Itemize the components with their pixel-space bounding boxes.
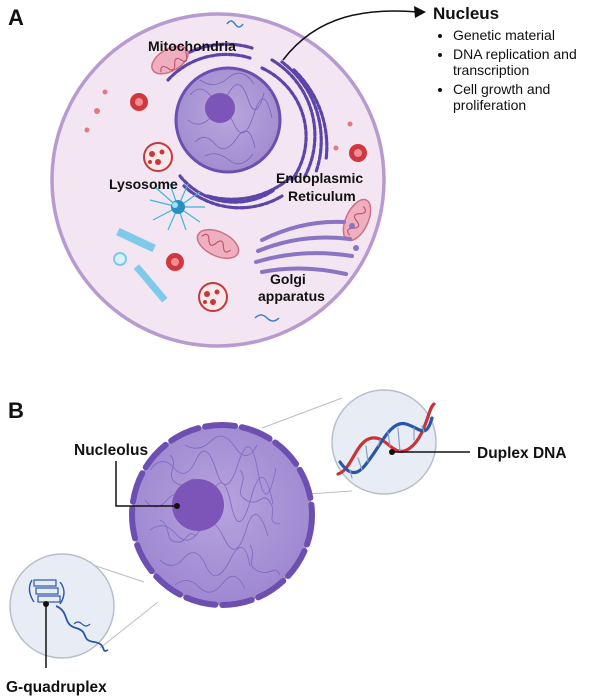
nucleolus-pointer-line: [115, 461, 177, 507]
label-duplex-dna: Duplex DNA: [477, 445, 567, 462]
chromatin-b: [144, 435, 281, 593]
label-er-line1: Endoplasmic: [276, 170, 363, 186]
nucleus-info-title: Nucleus: [433, 4, 500, 23]
squiggle-bottom: [254, 314, 280, 322]
lysosome-2: [198, 282, 228, 312]
nucleus-info-item: Genetic material: [453, 27, 602, 44]
lysosome-1: [143, 142, 173, 172]
centrosome-aster: [149, 183, 205, 231]
nucleolus-b: [172, 479, 224, 531]
panel-b-letter: B: [8, 398, 24, 423]
nucleolus-pointer-dot: [174, 503, 180, 509]
label-g-quadruplex: G-quadruplex: [6, 679, 107, 696]
nuclear-envelope: [129, 422, 315, 608]
nucleus-info-item: Cell growth and proliferation: [453, 81, 602, 114]
arrow-head-icon: [414, 6, 426, 18]
vesicles: [84, 89, 367, 271]
cytoskeleton-filaments: [113, 227, 168, 303]
label-golgi-line2: apparatus: [258, 288, 325, 304]
golgi-apparatus: [254, 219, 359, 276]
nucleus-info-item: DNA replication and transcription: [453, 46, 602, 79]
squiggle-top: [226, 20, 244, 28]
label-mitochondria: Mitochondria: [148, 38, 236, 54]
nucleus-info-box: Nucleus Genetic material DNA replication…: [433, 4, 602, 116]
chromatin-a: [187, 72, 273, 165]
nucleus-pointer-arrow: [282, 10, 419, 61]
duplex-dna-helix: [336, 402, 436, 479]
mitochondrion-2: [196, 228, 240, 260]
mitochondrion-1: [151, 45, 189, 75]
g-quadruplex-structure: [28, 579, 109, 652]
label-golgi-line1: Golgi: [270, 271, 306, 287]
label-nucleolus: Nucleolus: [74, 442, 148, 459]
label-lysosome: Lysosome: [109, 176, 178, 192]
nucleus-info-list: Genetic material DNA replication and tra…: [433, 27, 602, 114]
nucleolus-a: [205, 93, 235, 123]
label-er-line2: Reticulum: [288, 188, 356, 204]
panel-a-letter: A: [8, 5, 24, 30]
